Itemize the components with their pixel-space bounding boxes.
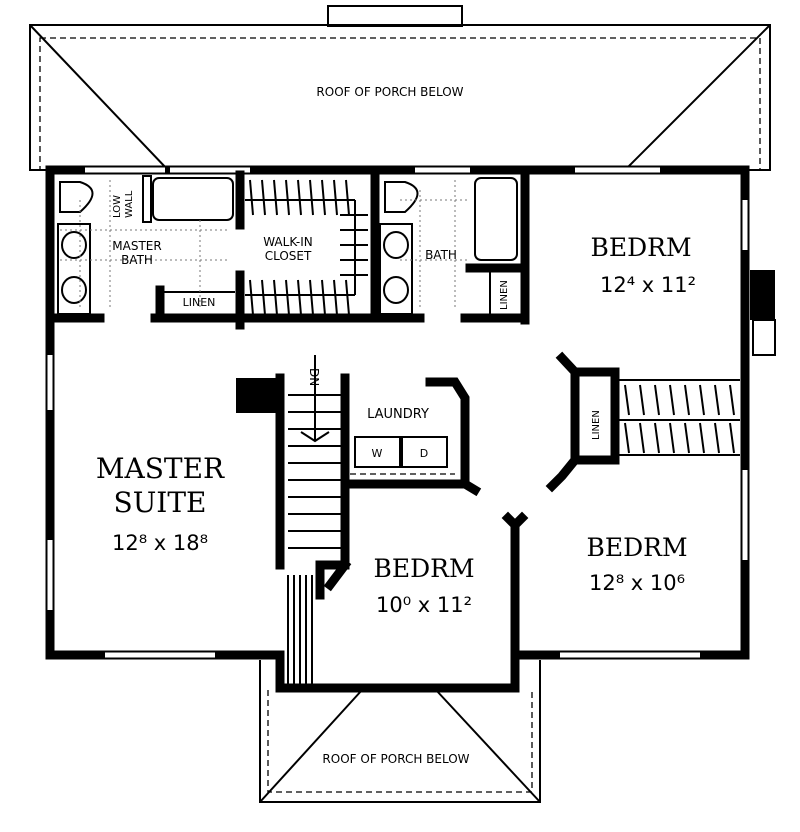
bedrm-ne-dims: 12⁴ x 11² [600, 273, 696, 297]
interior-walls [45, 165, 740, 660]
linen-master-label: LINEN [183, 296, 216, 309]
low-wall-label-1: LOW [112, 195, 123, 218]
exterior-walls [45, 165, 776, 693]
bedrm-ne-label: BEDRM [590, 233, 691, 262]
fixtures [57, 175, 518, 475]
master-suite-dims: 12⁸ x 18⁸ [112, 531, 208, 555]
bedrm-se-dims: 12⁸ x 10⁶ [589, 571, 685, 595]
master-suite-label-1: MASTER [96, 452, 225, 485]
roof-top-label: ROOF OF PORCH BELOW [316, 85, 463, 99]
bottom-porch-roof [259, 660, 541, 803]
bedrm-s-label: BEDRM [373, 554, 474, 583]
master-suite-label-2: SUITE [114, 486, 207, 519]
bath-label: BATH [425, 248, 457, 262]
master-bath-label-1: MASTER [112, 239, 161, 253]
stairs[interactable] [288, 355, 343, 549]
master-bath-label-2: BATH [121, 253, 153, 267]
laundry-label: LAUNDRY [367, 407, 429, 422]
bedrm-s-dims: 10⁰ x 11² [376, 593, 472, 617]
dryer-label: D [420, 447, 428, 460]
closet-hangers [245, 179, 735, 685]
linen-bath-label: LINEN [499, 280, 510, 310]
linen-hall-label: LINEN [591, 410, 602, 440]
walk-in-closet-label-1: WALK-IN [263, 235, 313, 249]
washer-label: W [372, 447, 383, 460]
walk-in-closet-label-2: CLOSET [265, 249, 312, 263]
low-wall-label-2: WALL [124, 190, 135, 218]
stairs-down-label: DN [307, 368, 321, 386]
bedrm-se-label: BEDRM [586, 533, 687, 562]
roof-bottom-label: ROOF OF PORCH BELOW [322, 752, 469, 766]
